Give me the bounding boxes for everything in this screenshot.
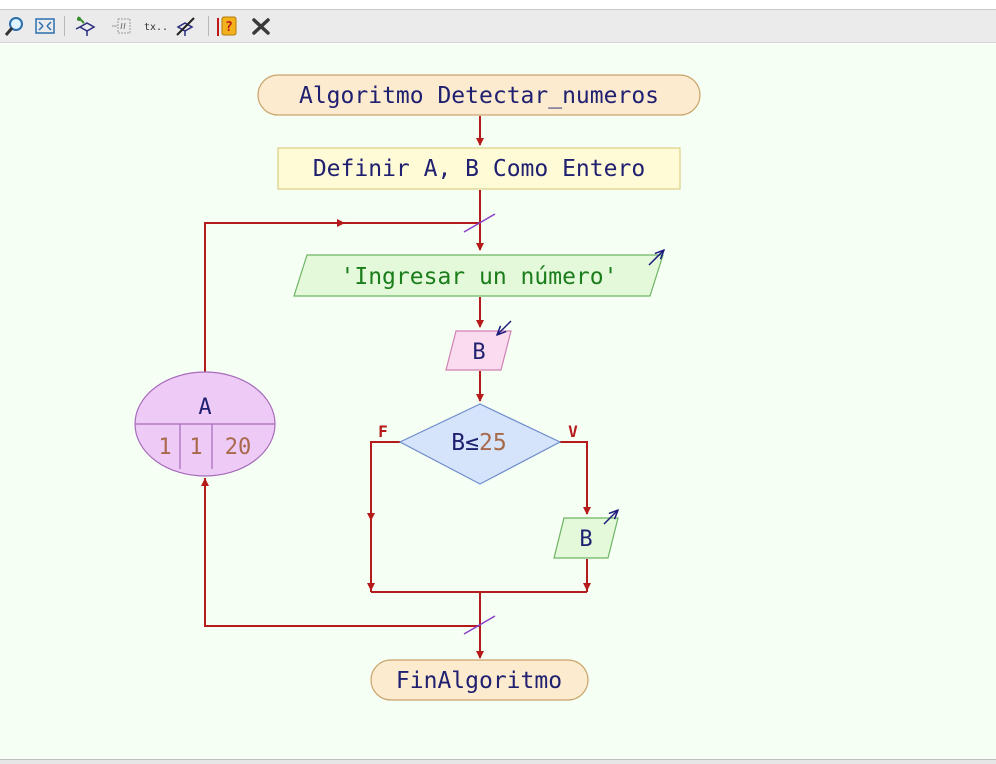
output-var-block[interactable]: B	[553, 510, 618, 559]
text-font-icon[interactable]: tx..	[142, 15, 168, 37]
connector-true-branch	[560, 441, 591, 515]
decision-var: B≤	[451, 430, 479, 456]
end-terminal[interactable]: FinAlgoritmo	[370, 659, 589, 701]
comments-icon[interactable]	[110, 15, 132, 37]
connector-loop-entry	[204, 222, 480, 372]
output-arrow-icon	[648, 250, 664, 266]
output-var-arrow-icon	[603, 510, 618, 525]
decision-label: B≤25	[451, 430, 506, 456]
loop-exit-mark	[463, 615, 496, 635]
flowchart-style-icon[interactable]	[74, 15, 96, 37]
svg-text:tx..: tx..	[144, 22, 166, 33]
output-var-label: B	[579, 527, 592, 552]
flowchart-canvas: Algoritmo Detectar_numeros Definir A, B …	[0, 44, 996, 759]
loop-end-label: 20	[225, 435, 252, 460]
edit-flowchart-icon[interactable]	[174, 15, 196, 37]
toolbar-separator	[64, 16, 65, 36]
connector-loop-return	[204, 478, 480, 627]
input-block[interactable]: B	[445, 320, 512, 371]
end-label: FinAlgoritmo	[396, 668, 562, 694]
toolbar: tx.. ?	[0, 9, 996, 43]
flowchart-diagram: Algoritmo Detectar_numeros Definir A, B …	[134, 74, 701, 701]
false-branch-label: F	[378, 422, 388, 441]
fit-view-icon[interactable]	[34, 15, 56, 37]
loop-entry-mark	[463, 213, 496, 233]
close-icon[interactable]	[250, 15, 272, 37]
zoom-icon[interactable]	[4, 15, 26, 37]
start-terminal[interactable]: Algoritmo Detectar_numeros	[257, 74, 701, 116]
decision-value: 25	[479, 430, 507, 456]
connector-lines	[201, 116, 591, 659]
for-loop-block[interactable]: A 1 1 20	[134, 371, 276, 477]
start-label: Algoritmo Detectar_numeros	[299, 83, 659, 109]
connector-false-branch	[370, 441, 400, 592]
status-strip	[0, 759, 996, 764]
loop-start-label: 1	[158, 435, 171, 460]
toolbar-separator	[208, 16, 209, 36]
input-var-label: B	[472, 340, 485, 365]
help-icon[interactable]: ?	[216, 15, 238, 37]
loop-step-label: 1	[189, 435, 202, 460]
output-prompt-label: 'Ingresar un número'	[341, 264, 618, 290]
define-label: Definir A, B Como Entero	[313, 156, 645, 182]
svg-text:?: ?	[225, 20, 233, 35]
define-block[interactable]: Definir A, B Como Entero	[277, 147, 681, 190]
loop-var-label: A	[198, 395, 211, 420]
true-branch-label: V	[568, 422, 578, 441]
output-prompt-block[interactable]: 'Ingresar un número'	[293, 250, 664, 297]
decision-block[interactable]: B≤25	[398, 403, 562, 485]
input-arrow-icon	[497, 320, 512, 335]
